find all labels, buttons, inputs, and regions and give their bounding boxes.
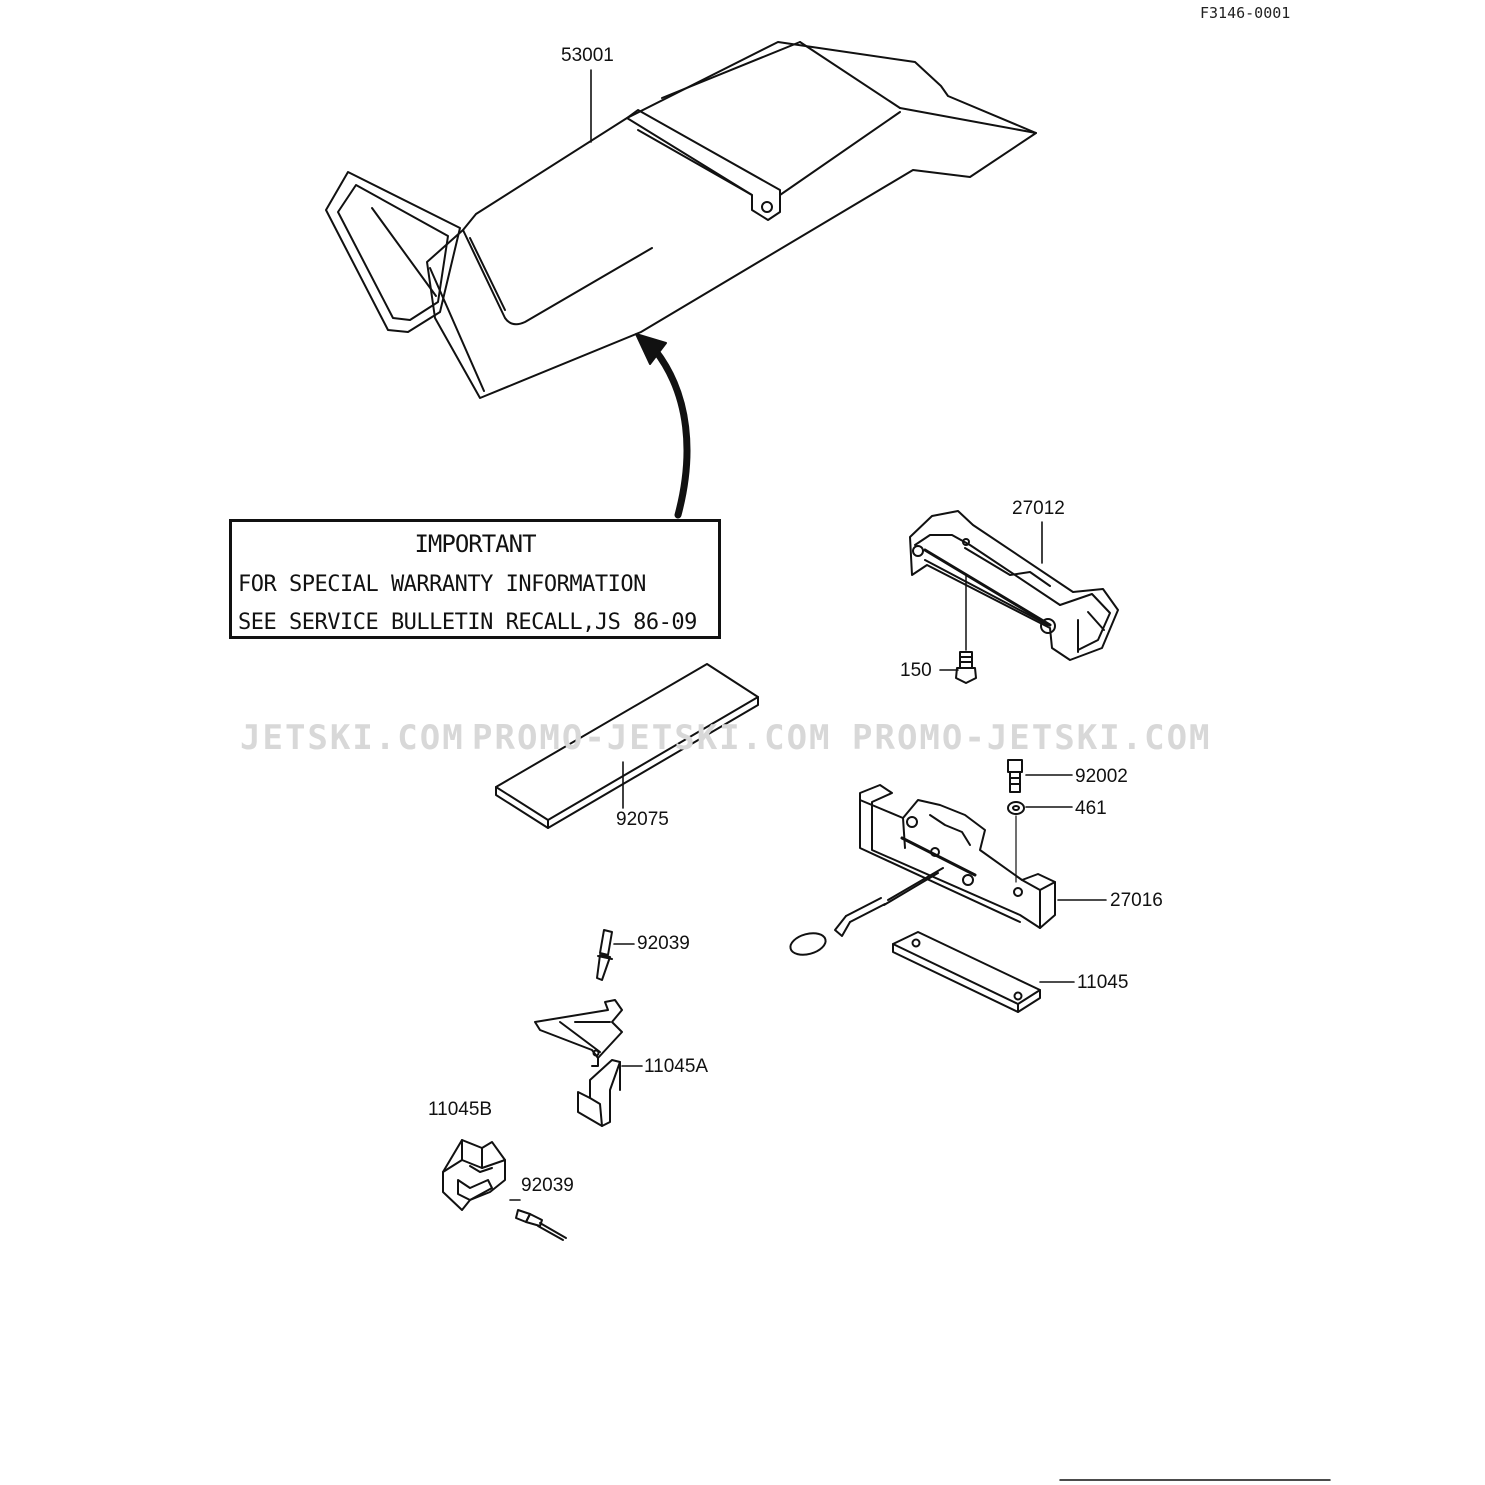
bracket-drawing <box>534 999 623 1127</box>
notice-line-1: FOR SPECIAL WARRANTY INFORMATION <box>238 572 646 597</box>
part-label-rivet-upper[interactable]: 92039 <box>637 933 690 954</box>
part-label-bracket[interactable]: 11045A <box>644 1056 709 1077</box>
notice-title: IMPORTANT <box>414 530 536 558</box>
leader-lines <box>509 69 1107 1201</box>
part-label-latch-lower[interactable]: 27016 <box>1110 890 1163 911</box>
latch-lower-drawing <box>789 784 1056 956</box>
document-id: F3146-0001 <box>1200 4 1291 22</box>
watermark-left: JETSKI.COM <box>240 718 465 758</box>
part-label-plate[interactable]: 11045 <box>1077 972 1129 993</box>
part-label-bolt-small[interactable]: 150 <box>900 660 932 681</box>
bolt-small-drawing <box>955 651 977 684</box>
rivet-lower-drawing <box>515 1209 567 1241</box>
notice-line-2: SEE SERVICE BULLETIN RECALL,JS 86-09 <box>238 610 697 635</box>
part-label-latch-upper[interactable]: 27012 <box>1012 498 1065 519</box>
arrow-graphic <box>635 333 691 519</box>
seat-drawing <box>325 41 1037 399</box>
clip-drawing <box>442 1139 506 1211</box>
part-label-washer[interactable]: 461 <box>1075 798 1107 819</box>
watermark-right: PROMO-JETSKI.COM <box>852 718 1212 758</box>
latch-upper-drawing <box>909 510 1119 661</box>
watermark-middle: PROMO-JETSKI.COM <box>472 718 832 758</box>
plate-drawing <box>892 931 1041 1013</box>
important-notice-box: IMPORTANT FOR SPECIAL WARRANTY INFORMATI… <box>229 519 721 639</box>
part-label-clip[interactable]: 11045B <box>428 1099 493 1120</box>
rivet-upper-drawing <box>596 929 613 981</box>
part-label-rivet-lower[interactable]: 92039 <box>521 1175 574 1196</box>
part-label-pad[interactable]: 92075 <box>616 809 669 830</box>
bolt-washer-drawing <box>1007 759 1025 883</box>
part-label-seat[interactable]: 53001 <box>561 45 614 66</box>
part-label-bolt[interactable]: 92002 <box>1075 766 1128 787</box>
pad-drawing <box>495 663 759 829</box>
